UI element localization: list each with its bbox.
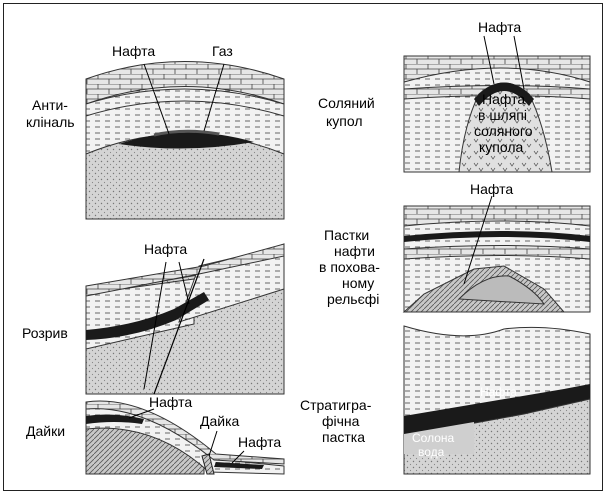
diagram-frame: Нафта Газ Анти- кліналь Нафта Розрив Наф…	[3, 3, 603, 491]
anticline-oil-label: Нафта	[112, 43, 155, 59]
dikes-oil-label-1: Нафта	[149, 394, 192, 410]
dikes-oil-label-2: Нафта	[238, 434, 281, 450]
stratigraphic-title-1: Стратигра-	[300, 397, 372, 413]
stratigraphic-water-2: вода	[418, 445, 445, 459]
dikes-dike-label: Дайка	[200, 413, 240, 429]
salt-dome-inner-2: в шляпі	[478, 107, 527, 123]
anticline-gas-label: Газ	[212, 43, 233, 59]
stratigraphic-oil-label: Нафта	[480, 385, 517, 399]
fault-title: Розрив	[22, 325, 68, 341]
anticline-title-line1: Анти-	[32, 97, 68, 113]
salt-dome-inner-4: купола	[479, 139, 524, 155]
buried-relief-title-2: нафти	[334, 243, 375, 259]
buried-relief-panel: Нафта Пастки нафти в похова- ному рельєф…	[319, 181, 590, 312]
fault-panel: Нафта Розрив	[22, 241, 284, 394]
buried-relief-title-5: рельєфі	[327, 291, 379, 307]
salt-dome-inner-1: Нафта	[482, 91, 525, 107]
dikes-title: Дайки	[26, 423, 65, 439]
buried-relief-title-1: Пастки	[324, 227, 369, 243]
buried-relief-oil-label: Нафта	[470, 181, 513, 197]
salt-dome-title-line1: Соляний	[318, 95, 375, 111]
stratigraphic-title-2: фічна	[322, 413, 360, 429]
stratigraphic-title-3: пастка	[322, 429, 365, 445]
salt-dome-inner-3: соляного	[474, 123, 533, 139]
buried-relief-title-3: в похова-	[319, 259, 380, 275]
dikes-panel: Нафта Дайка Нафта Дайки	[26, 394, 284, 474]
anticline-title-line2: кліналь	[26, 114, 75, 130]
buried-relief-title-4: ному	[342, 275, 374, 291]
stratigraphic-panel: Нафта Солона вода Стратигра- фічна пастк…	[300, 326, 590, 474]
salt-dome-title-line2: купол	[326, 113, 363, 129]
salt-dome-panel: Нафта Соляний купол Нафта в шляпі соляно…	[318, 19, 590, 172]
anticline-panel: Нафта Газ Анти- кліналь	[26, 43, 284, 219]
stratigraphic-water-1: Солона	[412, 431, 455, 445]
fault-oil-label: Нафта	[144, 241, 187, 257]
salt-dome-oil-label: Нафта	[478, 19, 521, 35]
oil-traps-diagram: Нафта Газ Анти- кліналь Нафта Розрив Наф…	[4, 4, 602, 490]
